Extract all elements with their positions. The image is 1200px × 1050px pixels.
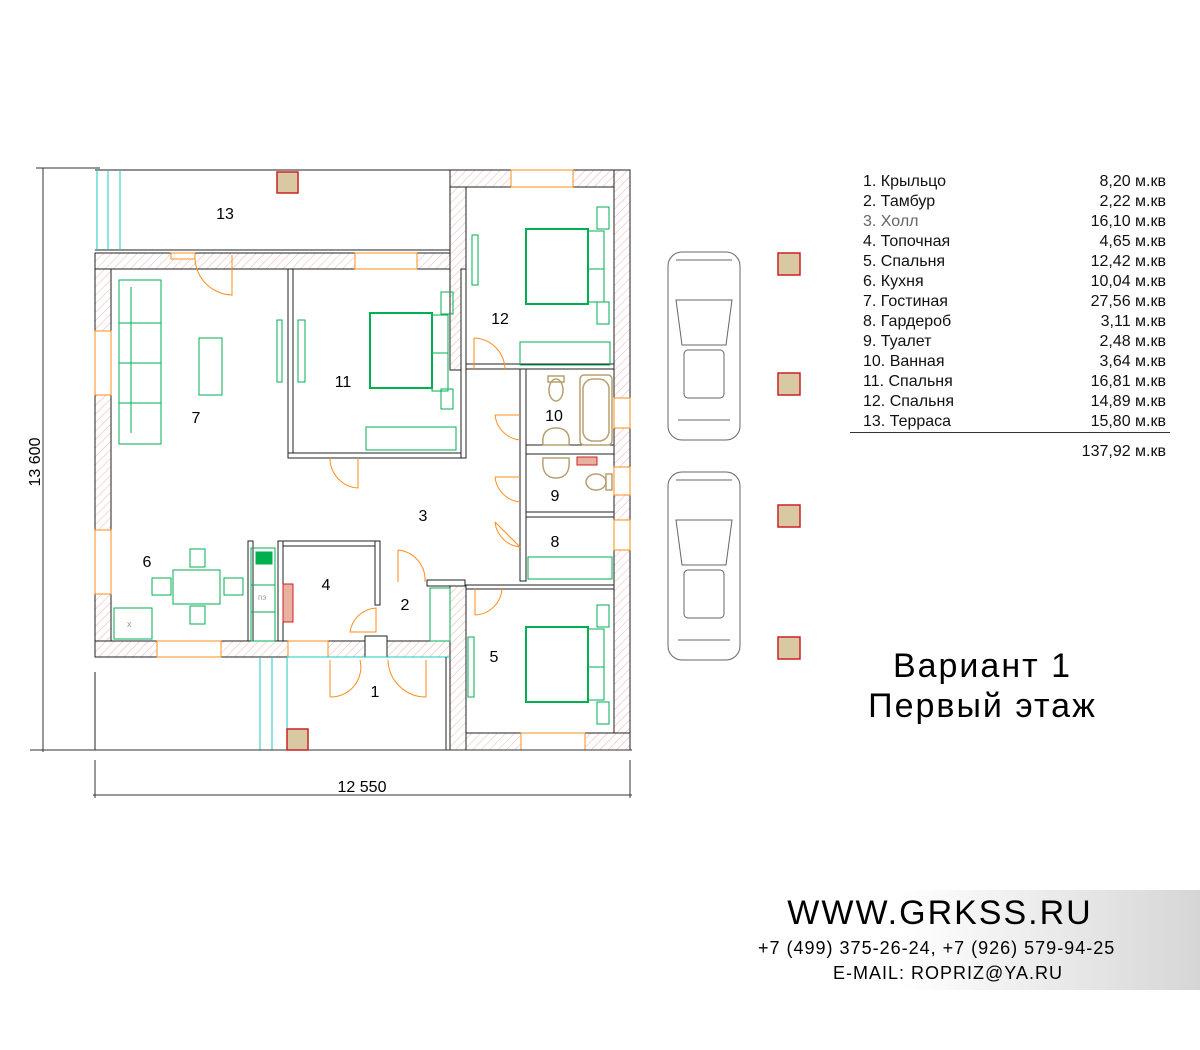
legend-row: 4. Топочная 4,65 м.кв	[850, 232, 1170, 252]
legend-row: 13. Терраса 15,80 м.кв	[850, 412, 1170, 433]
total-area: 137,92 м.кв	[1081, 443, 1166, 460]
room-label-13: 13	[216, 206, 234, 223]
legend-row: 1. Крыльцо 8,20 м.кв	[850, 172, 1170, 192]
room-label-4: 4	[322, 577, 331, 594]
legend-row: 2. Тамбур 2,22 м.кв	[850, 192, 1170, 212]
contact-block: WWW.GRKSS.RU +7 (499) 375-26-24, +7 (926…	[740, 890, 1200, 990]
room-name: 7. Гостиная	[863, 293, 948, 310]
phone-numbers: +7 (499) 375-26-24, +7 (926) 579-94-25	[758, 938, 1116, 958]
legend-row: 9. Туалет 2,48 м.кв	[850, 332, 1170, 352]
room-label-10: 10	[545, 408, 563, 425]
room-area: 16,10 м.кв	[1090, 213, 1166, 230]
legend-row: 12. Спальня 14,89 м.кв	[850, 392, 1170, 412]
room-area: 4,65 м.кв	[1099, 233, 1166, 250]
website-link[interactable]: WWW.GRKSS.RU	[787, 894, 1093, 932]
legend-row: 3. Холл 16,10 м.кв	[850, 212, 1170, 232]
room-label-1: 1	[371, 684, 380, 701]
room-label-7: 7	[192, 410, 201, 427]
room-name: 9. Туалет	[863, 333, 932, 350]
title-floor: Первый этаж	[868, 687, 1097, 725]
room-name: 13. Терраса	[863, 413, 952, 430]
legend-row: 8. Гардероб 3,11 м.кв	[850, 312, 1170, 332]
room-area-legend: 1. Крыльцо 8,20 м.кв 2. Тамбур 2,22 м.кв 3…	[850, 172, 1170, 461]
room-label-12: 12	[491, 311, 509, 328]
room-area: 2,22 м.кв	[1099, 193, 1166, 210]
room-label-6: 6	[143, 554, 152, 571]
legend-row: 11. Спальня 16,81 м.кв	[850, 372, 1170, 392]
legend-row: 5. Спальня 12,42 м.кв	[850, 252, 1170, 272]
room-label-11: 11	[335, 374, 352, 391]
legend-row: 10. Ванная 3,64 м.кв	[850, 352, 1170, 372]
room-name: 5. Спальня	[863, 253, 946, 270]
room-area: 12,42 м.кв	[1090, 253, 1166, 270]
radiators	[282, 456, 598, 623]
room-label-5: 5	[490, 649, 499, 666]
room-name: 11. Спальня	[863, 373, 953, 390]
room-area: 14,89 м.кв	[1090, 393, 1166, 410]
room-label-9: 9	[551, 488, 560, 505]
room-name: 12. Спальня	[863, 393, 954, 410]
terrace	[95, 169, 451, 251]
title-variant: Вариант 1	[892, 647, 1073, 685]
fridge-label: x	[127, 619, 132, 629]
room-label-8: 8	[551, 534, 560, 551]
dimension-height: 13 600	[27, 437, 44, 486]
room-area: 16,81 м.кв	[1090, 373, 1166, 390]
room-label-2: 2	[401, 597, 410, 614]
room-area: 10,04 м.кв	[1090, 273, 1166, 290]
legend-row: 7. Гостиная 27,56 м.кв	[850, 292, 1170, 312]
room-area: 8,20 м.кв	[1099, 173, 1166, 190]
room-area: 15,80 м.кв	[1090, 413, 1166, 430]
car-icon	[667, 471, 741, 661]
furniture	[113, 206, 613, 725]
windows	[94, 169, 631, 751]
legend-row: 6. Кухня 10,04 м.кв	[850, 272, 1170, 292]
room-name: 3. Холл	[863, 213, 919, 230]
room-label-3: 3	[419, 508, 428, 525]
stove-label: пэ	[258, 593, 266, 602]
room-name: 6. Кухня	[863, 273, 924, 290]
columns	[276, 171, 801, 751]
car-icon	[667, 251, 741, 441]
room-name: 10. Ванная	[863, 353, 945, 370]
porch	[30, 656, 632, 751]
room-name: 8. Гардероб	[863, 313, 952, 330]
room-name: 4. Топочная	[863, 233, 951, 250]
room-area: 3,64 м.кв	[1099, 353, 1166, 370]
dimension-lines	[36, 167, 632, 798]
plan-title: Вариант 1 Первый этаж	[840, 646, 1125, 726]
room-name: 2. Тамбур	[863, 193, 936, 210]
room-area: 3,11 м.кв	[1100, 313, 1166, 330]
email-address[interactable]: E-MAIL: ROPRIZ@YA.RU	[833, 963, 1063, 983]
room-area: 27,56 м.кв	[1090, 293, 1166, 310]
dimension-width: 12 550	[338, 779, 387, 796]
sanitary-fixtures	[542, 374, 613, 491]
room-area: 2,48 м.кв	[1099, 333, 1166, 350]
room-name: 1. Крыльцо	[863, 173, 947, 190]
doors	[194, 254, 521, 698]
